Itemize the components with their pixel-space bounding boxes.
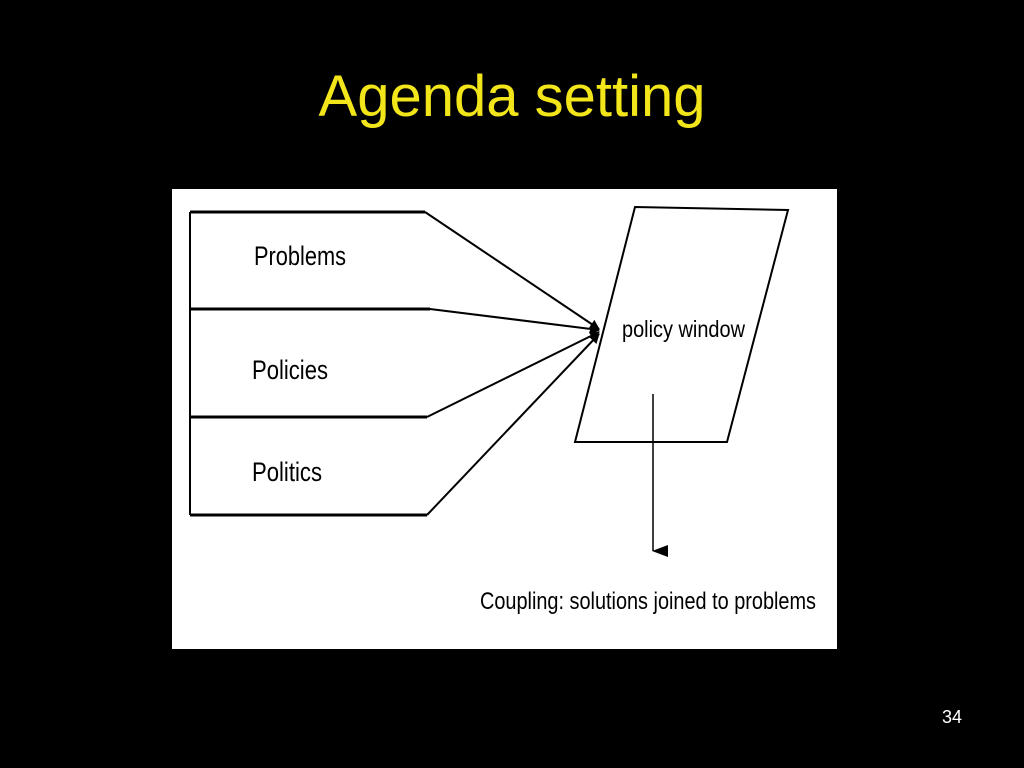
streams-diagram: Problems Policies Politics policy window… — [172, 189, 837, 649]
policy-window-shape — [573, 205, 790, 443]
stream-label-politics: Politics — [252, 457, 322, 487]
stream-label-policies: Policies — [252, 355, 328, 385]
slide-number: 34 — [941, 707, 962, 727]
stream-label-problems: Problems — [254, 241, 346, 271]
diagram-canvas: Problems Policies Politics policy window… — [189, 205, 816, 615]
coupling-label: Coupling: solutions joined to problems — [480, 588, 816, 615]
converge-line-4 — [426, 333, 600, 516]
converge-line-2 — [429, 308, 600, 334]
converge-line-3 — [426, 331, 600, 418]
slide-title: Agenda setting — [318, 64, 706, 129]
policy-window-label: policy window — [622, 316, 745, 342]
converge-line-1 — [424, 211, 600, 330]
